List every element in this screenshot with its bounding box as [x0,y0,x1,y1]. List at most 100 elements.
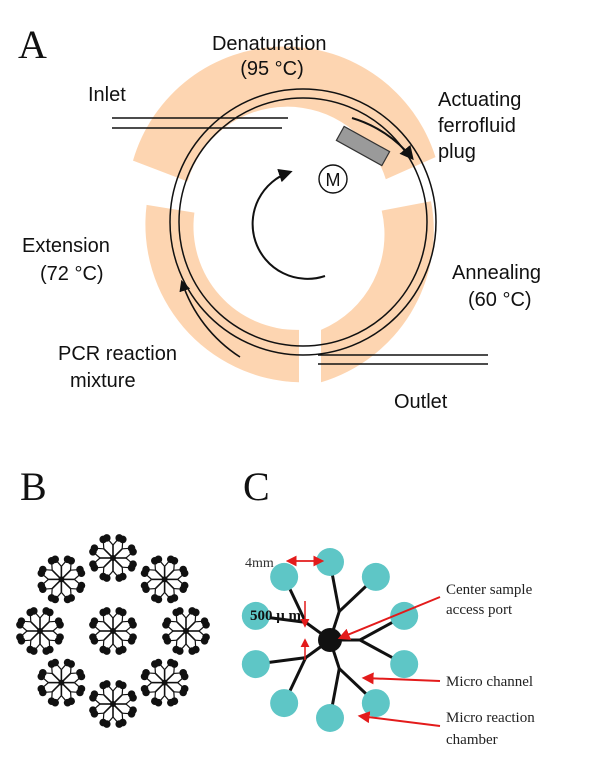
inlet-label: Inlet [88,84,126,106]
terminal-dot [163,617,172,626]
terminal-dot [90,690,99,699]
cluster-core [110,555,116,561]
width-dimension-label: 4mm [245,556,274,571]
dendrimer-array [16,534,210,728]
micro-channel-label: Micro channel [446,674,533,690]
rotation-arrow [251,168,326,280]
panel-a: A M Denaturation (95 °C) Inlet [18,22,547,413]
terminal-dot [127,563,136,572]
plug-label: Actuating ferrofluid plug [438,89,527,163]
terminal-dot [102,534,111,542]
terminal-dot [115,574,124,582]
terminal-dot [76,565,84,574]
terminal-dot [76,585,84,593]
center-port-label: Center sample access port [446,582,536,618]
terminal-dot [154,658,163,667]
terminal-dot [29,607,38,615]
terminal-dot [127,709,136,718]
terminal-dot [54,617,63,626]
center-sample-port [318,628,342,652]
micro-reaction-chamber [361,562,390,591]
terminal-dot [51,555,59,564]
terminal-dot [200,636,209,645]
terminal-dot [99,645,108,654]
cluster-core [183,628,189,634]
terminal-dot [51,658,59,667]
terminal-dot [102,680,111,688]
cluster-core [161,679,168,686]
cluster-core [161,576,168,583]
terminal-dot [89,706,97,715]
terminal-dot [170,660,179,668]
terminal-dot [115,720,124,728]
flow-arrow [179,279,241,358]
micro-reaction-chamber [316,704,344,732]
micro-reaction-chamber [316,548,344,576]
dendrimer-cluster [37,658,86,707]
terminal-dot [47,594,56,602]
terminal-dot [89,560,97,569]
dendrimer-cluster [89,607,137,655]
terminal-dot [200,617,209,626]
terminal-dot [118,535,127,544]
terminal-dot [140,581,149,590]
terminal-dot [37,581,46,590]
terminal-dot [39,669,47,677]
terminal-dot [167,595,175,604]
terminal-dot [115,647,124,655]
cluster-core [37,628,43,634]
center-port-pointer [337,596,441,640]
terminal-dot [151,697,159,705]
micro-channel-pointer [361,672,441,685]
dendrimer-cluster [89,680,137,728]
terminal-dot [89,633,97,642]
micro-reaction-chamber [270,689,299,718]
panel-b-letter: B [20,464,47,509]
terminal-dot [191,608,200,617]
terminal-dot [167,698,175,707]
cluster-core [58,679,65,686]
terminal-dot [90,617,99,626]
microchip [241,548,419,732]
micro-chamber-pointer [357,711,441,727]
panel-c-letter: C [243,464,270,509]
terminal-dot [99,572,108,581]
channel-dimension-label: 500 μ m [250,608,302,624]
channel-loop-outer [169,88,437,356]
terminal-dot [16,633,24,642]
micro-reaction-chamber [361,689,390,718]
terminal-dot [17,617,26,626]
terminal-dot [140,685,149,693]
dendrimer-cluster [89,534,137,582]
terminal-dot [90,544,99,553]
terminal-dot [127,617,136,626]
terminal-dot [76,688,84,697]
motor-circle [318,164,348,194]
terminal-dot [118,681,127,690]
terminal-dot [45,608,54,617]
terminal-dot [179,688,187,697]
terminal-dot [172,645,181,654]
terminal-dot [179,585,187,593]
terminal-dot [179,669,187,677]
dendrimer-cluster [162,607,210,655]
terminal-dot [76,669,84,677]
terminal-dot [179,565,187,574]
dendrimer-cluster [16,607,64,655]
terminal-dot [170,557,179,565]
micro-chamber-label: Micro reaction chamber [446,710,538,748]
terminal-dot [47,697,56,705]
terminal-dot [162,633,170,642]
terminal-dot [127,636,136,645]
annealing-label: Annealing (60 °C) [452,262,547,311]
terminal-dot [154,555,163,564]
terminal-dot [54,636,63,645]
micro-reaction-chamber [241,650,270,679]
dendrimer-cluster [140,658,189,707]
dendrimer-cluster [37,555,86,604]
terminal-dot [99,718,108,727]
mixture-label: PCR reaction mixture [58,343,183,392]
micro-reaction-chamber [390,650,419,679]
terminal-dot [102,607,111,615]
terminal-dot [67,557,75,565]
